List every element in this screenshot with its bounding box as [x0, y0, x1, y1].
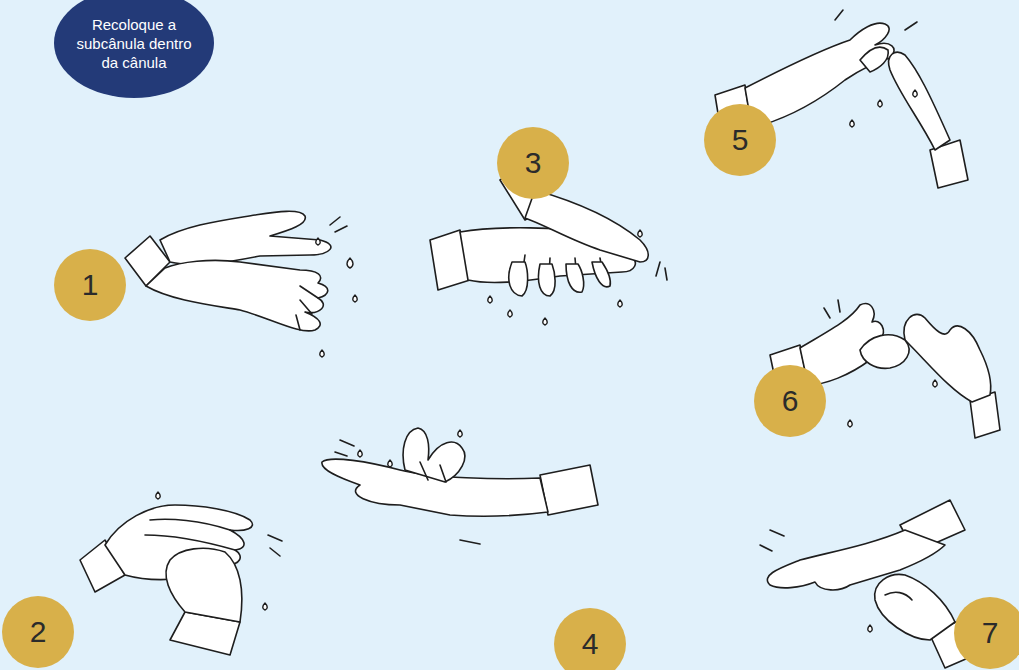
callout-number: 7	[982, 616, 999, 650]
callout-number: 3	[525, 146, 542, 180]
instruction-text: Recoloque a subcânula dentro da cânula	[68, 15, 200, 72]
instruction-ellipse: Recoloque a subcânula dentro da cânula	[54, 0, 214, 98]
hands-step-2	[80, 492, 282, 655]
step-number-circle: 2	[2, 596, 74, 668]
hands-step-7	[760, 500, 975, 668]
step-number-circle: 7	[954, 597, 1019, 669]
callout-number: 5	[732, 123, 749, 157]
hands-step-4	[322, 428, 598, 544]
hands-step-1	[125, 211, 357, 357]
callout-number: 1	[82, 268, 99, 302]
step-number-circle: 5	[704, 104, 776, 176]
callout-number: 2	[30, 615, 47, 649]
callout-number: 6	[782, 384, 799, 418]
step-number-circle: 4	[554, 608, 626, 670]
step-number-circle: 3	[497, 127, 569, 199]
callout-number: 4	[582, 627, 599, 661]
step-number-circle: 1	[54, 249, 126, 321]
step-number-circle: 6	[754, 365, 826, 437]
